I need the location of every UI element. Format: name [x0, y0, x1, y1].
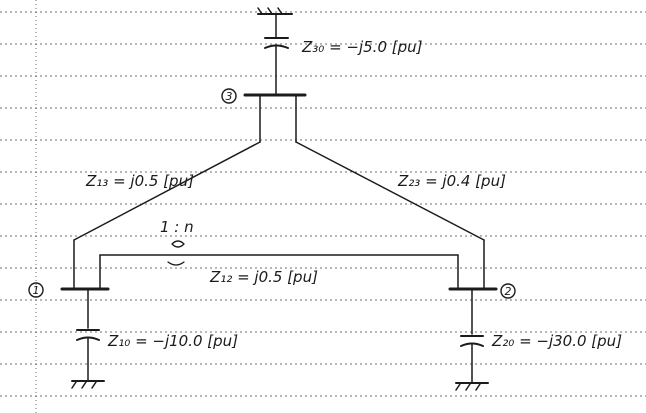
bus1-marker: 1 — [28, 282, 44, 298]
label-z12: Z₁₂ = j0.5 [pu] — [209, 268, 318, 286]
label-z23: Z₂₃ = j0.4 [pu] — [397, 172, 506, 190]
bus1-shunt-capacitor — [71, 289, 105, 389]
bus1-bar — [60, 239, 110, 291]
bus2-bar — [448, 239, 498, 291]
transformer-symbol — [167, 240, 185, 266]
line-13 — [73, 141, 261, 241]
bus2-number: 2 — [505, 285, 512, 298]
bus1-number: 1 — [33, 284, 40, 297]
label-z30: Z₃₀ = −j5.0 [pu] — [301, 38, 423, 56]
bus3-number: 3 — [226, 90, 233, 103]
line-23 — [295, 141, 485, 241]
label-z10: Z₁₀ = −j10.0 [pu] — [107, 332, 238, 350]
bus3-marker: 3 — [221, 88, 237, 104]
bus2-marker: 2 — [500, 283, 516, 299]
bus3-bar — [243, 93, 307, 143]
bus3-shunt-capacitor — [257, 7, 293, 95]
label-transformer-ratio: 1 : n — [160, 218, 194, 236]
bus2-shunt-capacitor — [455, 289, 489, 391]
label-z20: Z₂₀ = −j30.0 [pu] — [491, 332, 622, 350]
label-z13: Z₁₃ = j0.5 [pu] — [85, 172, 194, 190]
